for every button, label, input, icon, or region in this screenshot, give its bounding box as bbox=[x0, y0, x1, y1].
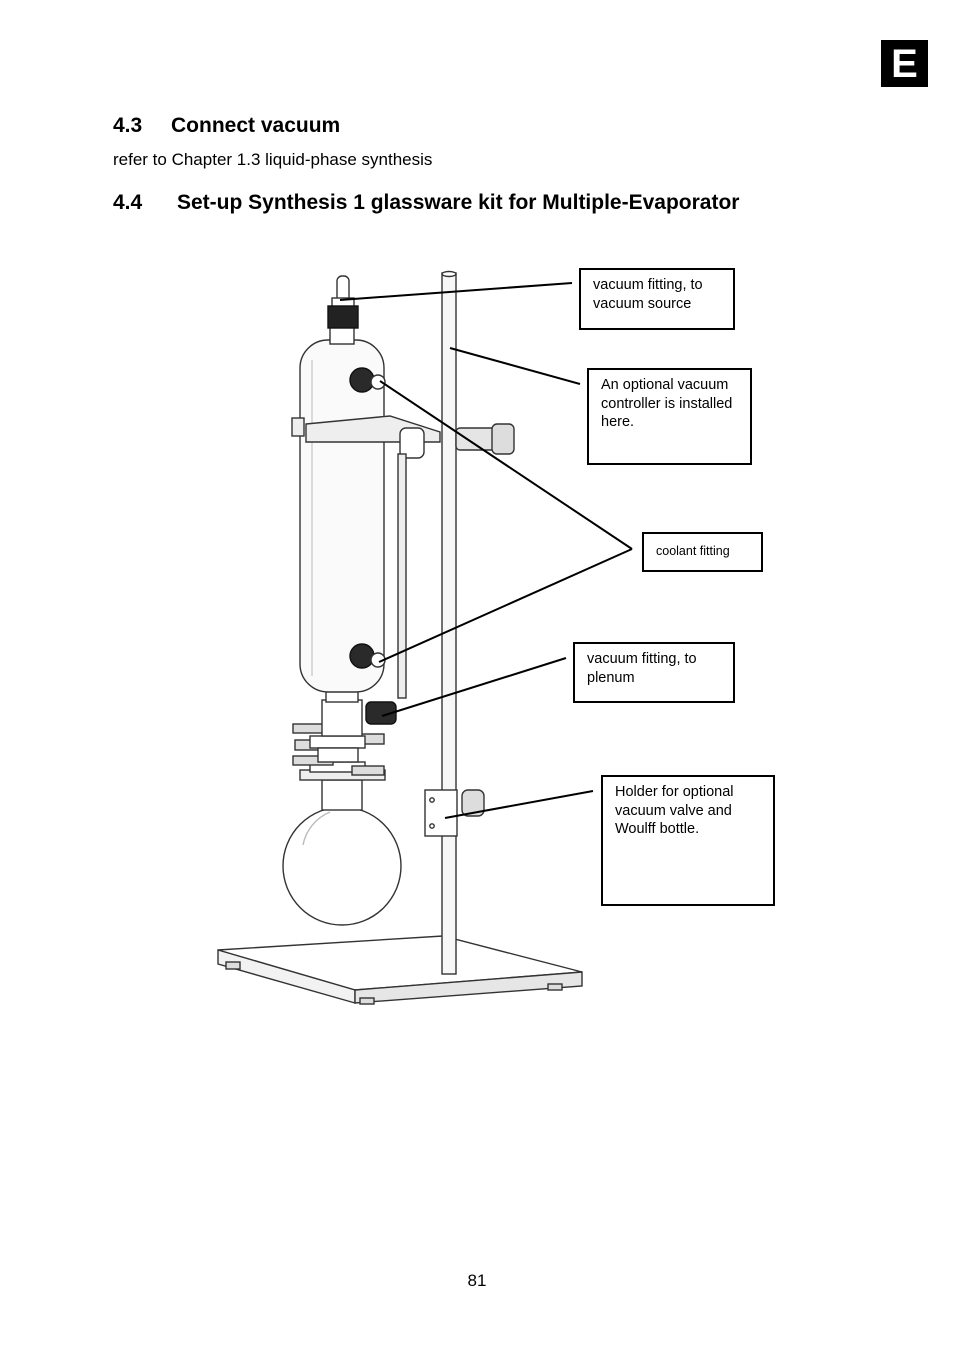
section-4-3-body: refer to Chapter 1.3 liquid-phase synthe… bbox=[113, 150, 433, 169]
round-bottom-flask bbox=[282, 779, 402, 926]
coolant-knob-upper bbox=[349, 367, 375, 393]
stand-base-plate bbox=[217, 935, 583, 1005]
leader-coolant-upper bbox=[379, 380, 633, 550]
callout-plenum: vacuum fitting, to plenum bbox=[573, 642, 735, 703]
joint-clamp bbox=[292, 723, 386, 781]
callout-coolant-fitting: coolant fitting bbox=[642, 532, 763, 572]
section-number: 4.4 bbox=[113, 191, 143, 214]
callout-holder: Holder for optional vacuum valve and Wou… bbox=[601, 775, 775, 906]
leader-vacuum-source bbox=[339, 282, 573, 301]
leader-vacuum-controller bbox=[449, 347, 581, 385]
section-4-4-heading: 4.4 Set-up Synthesis 1 glassware kit for … bbox=[113, 191, 739, 215]
rod-clamp bbox=[291, 415, 515, 699]
page-number: 81 bbox=[467, 1271, 487, 1290]
section-title: Connect vacuum bbox=[171, 114, 341, 137]
leader-plenum bbox=[381, 657, 567, 717]
language-tab: E bbox=[881, 40, 928, 87]
section-number: 4.3 bbox=[113, 114, 143, 137]
plenum-fitting bbox=[365, 701, 397, 725]
callout-vacuum-controller: An optional vacuum controller is install… bbox=[587, 368, 752, 465]
section-4-3-heading: 4.3 Connect vacuum bbox=[113, 114, 340, 138]
leader-coolant-lower bbox=[378, 548, 633, 663]
top-vacuum-fitting bbox=[327, 275, 359, 329]
callout-vacuum-source: vacuum fitting, to vacuum source bbox=[579, 268, 735, 330]
coolant-knob-lower bbox=[349, 643, 375, 669]
holder-block bbox=[424, 789, 485, 837]
leader-holder bbox=[444, 790, 594, 819]
stand-rod bbox=[441, 272, 457, 975]
section-title: Set-up Synthesis 1 glassware kit for Mul… bbox=[177, 191, 740, 214]
glassware-setup-illustration bbox=[217, 270, 633, 1005]
